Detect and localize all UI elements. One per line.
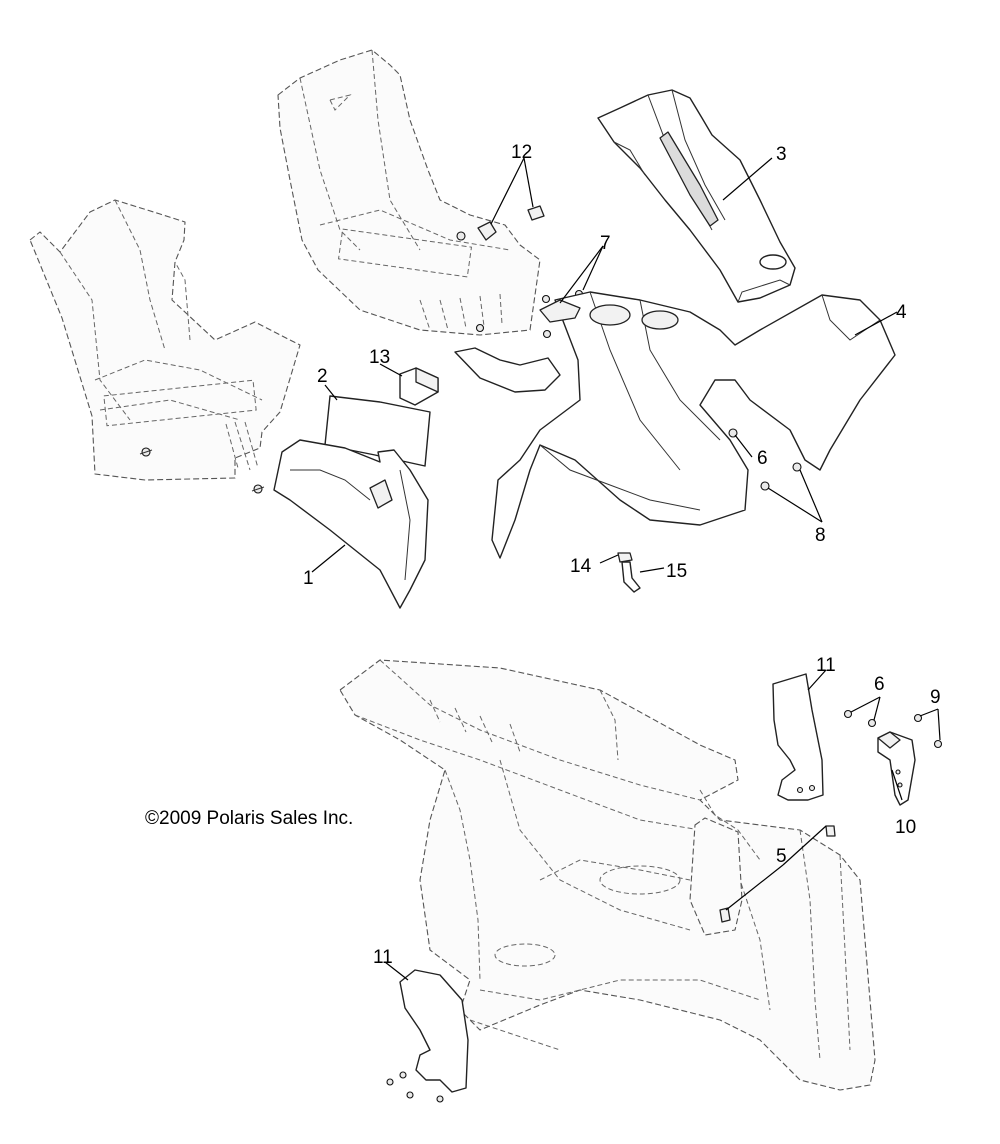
callout-11-upper: 11	[816, 655, 836, 676]
callout-3: 3	[776, 144, 787, 165]
part-6-8-screws-upper	[728, 428, 802, 491]
part-11-flap-upper	[772, 673, 824, 801]
callout-1: 1	[303, 568, 314, 589]
callout-4: 4	[896, 302, 907, 323]
callout-8: 8	[815, 525, 826, 546]
part-12-fasteners	[456, 205, 545, 241]
part-10-bracket	[877, 731, 916, 806]
part-5-bracket	[719, 825, 836, 923]
callout-14: 14	[570, 556, 592, 577]
leader-lines	[311, 157, 941, 981]
callout-9: 9	[930, 687, 941, 708]
part-1-side-panel	[273, 439, 429, 609]
callout-7: 7	[600, 233, 611, 254]
copyright-notice: ©2009 Polaris Sales Inc.	[145, 808, 353, 829]
footwell-screw-left	[139, 447, 265, 494]
callout-6-lower: 6	[874, 674, 885, 695]
left-footwell-phantom	[29, 199, 301, 481]
part-11-flap-lower	[386, 969, 469, 1103]
part-3-seat	[597, 89, 796, 303]
part-14-15-hose	[617, 552, 641, 593]
callout-11-lower: 11	[373, 947, 393, 968]
callout-6-upper: 6	[757, 448, 768, 469]
frame-phantom	[339, 659, 876, 1091]
callout-13: 13	[369, 347, 390, 368]
callout-labels: 1 2 3 4 5 6 6 7 8 9 10 11 11 12 13 14 15	[303, 142, 941, 968]
callout-2: 2	[317, 366, 328, 387]
part-4-front-fender	[454, 291, 896, 559]
callout-10: 10	[895, 817, 916, 838]
callout-5: 5	[776, 846, 787, 867]
part-13-foam-block	[399, 367, 439, 406]
callout-12: 12	[511, 142, 532, 163]
callout-15: 15	[666, 561, 687, 582]
part-6-9-fasteners-lower	[843, 709, 943, 749]
right-footwell-phantom	[277, 49, 541, 336]
